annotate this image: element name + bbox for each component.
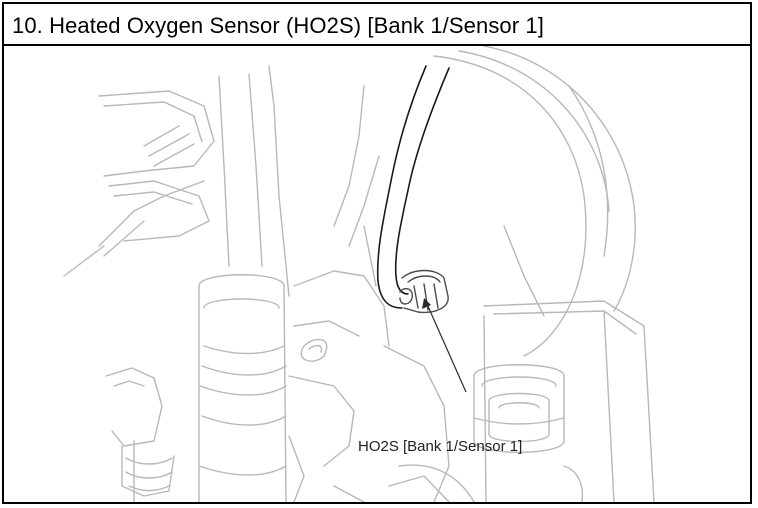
sensor-harness: [376, 65, 450, 309]
background-line-art: [63, 46, 655, 502]
harness-wire-inner: [394, 67, 450, 295]
ho2s-sensor-body: [399, 269, 449, 314]
page-title: 10. Heated Oxygen Sensor (HO2S) [Bank 1/…: [12, 13, 544, 38]
callout-leader: [422, 298, 467, 393]
harness-wire-outer: [376, 65, 427, 309]
callout-arrowhead: [422, 298, 431, 309]
ho2s-callout-label: HO2S [Bank 1/Sensor 1]: [358, 438, 523, 455]
title-bar: 10. Heated Oxygen Sensor (HO2S) [Bank 1/…: [4, 4, 750, 46]
engine-line-drawing: HO2S [Bank 1/Sensor 1]: [4, 46, 750, 502]
figure-frame: 10. Heated Oxygen Sensor (HO2S) [Bank 1/…: [2, 2, 752, 504]
line-art-svg: [63, 46, 655, 502]
callout-leader-line: [426, 303, 467, 393]
